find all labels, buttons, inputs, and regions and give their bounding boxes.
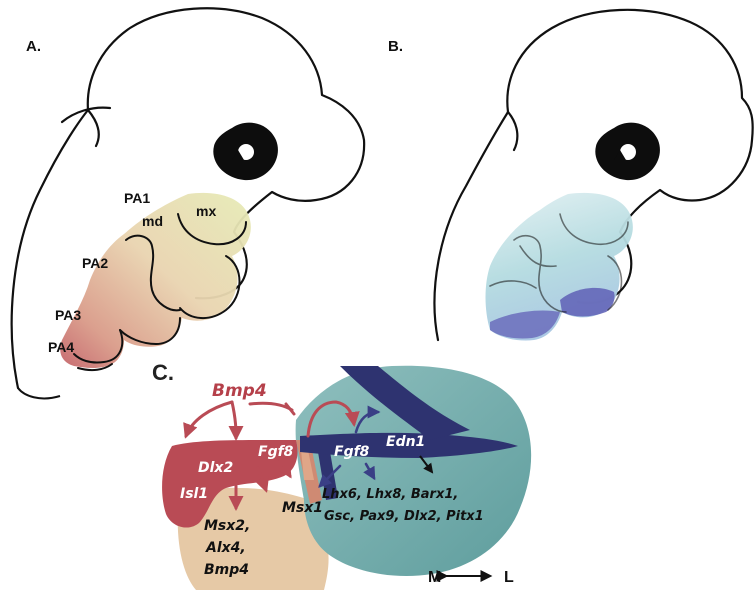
label-bmp4-bottom: Bmp4 xyxy=(204,562,249,578)
label-fgf8-right: Fgf8 xyxy=(334,444,370,460)
label-msx1: Msx1 xyxy=(282,500,323,516)
panel-a: A. PA1 md mx PA2 PA3 PA4 xyxy=(12,8,364,398)
label-pa3: PA3 xyxy=(55,307,81,323)
label-lateral-genes-1: Lhx6, Lhx8, Barx1, xyxy=(322,487,458,502)
label-alx4: Alx4, xyxy=(205,540,246,556)
label-isl1: Isl1 xyxy=(180,486,208,502)
axis-lateral-label: L xyxy=(504,569,514,586)
panel-b-label: B. xyxy=(388,38,403,55)
ml-axis: M L xyxy=(428,569,514,586)
panel-a-label: A. xyxy=(26,38,41,55)
panel-b: B. xyxy=(388,10,753,341)
trunk-outline-a xyxy=(18,388,60,398)
label-pa1: PA1 xyxy=(124,190,150,206)
label-pa2: PA2 xyxy=(82,255,108,271)
label-msx2: Msx2, xyxy=(204,518,250,534)
axis-medial-label: M xyxy=(428,569,441,586)
label-fgf8-left: Fgf8 xyxy=(258,444,294,460)
label-dlx2: Dlx2 xyxy=(198,460,233,476)
label-md: md xyxy=(142,213,163,229)
label-lateral-genes-2: Gsc, Pax9, Dlx2, Pitx1 xyxy=(324,509,484,524)
panel-c-label: C. xyxy=(152,360,174,385)
label-bmp4-top: Bmp4 xyxy=(212,381,267,401)
panel-c: M L C. Bmp4 Dlx2 Isl1 Fgf8 Fgf8 Edn1 Msx… xyxy=(152,360,531,590)
label-edn1: Edn1 xyxy=(386,434,425,450)
label-pa4: PA4 xyxy=(48,339,74,355)
label-mx: mx xyxy=(196,203,216,219)
